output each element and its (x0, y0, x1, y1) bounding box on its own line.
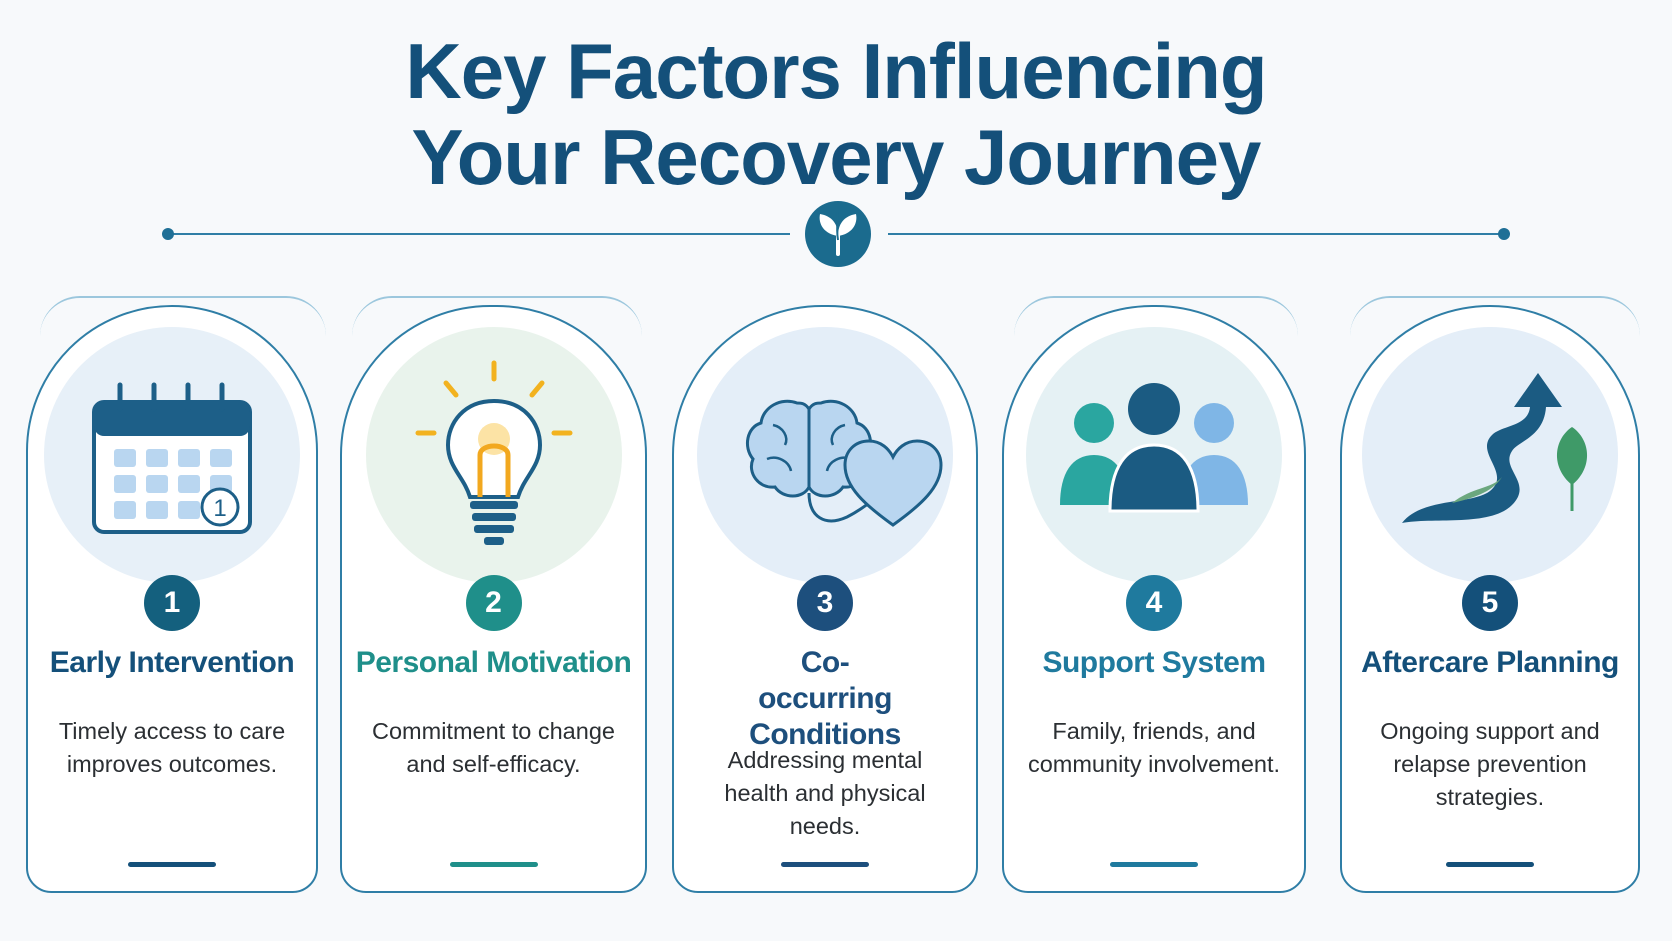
page-title-line-2: Your Recovery Journey (411, 113, 1262, 201)
svg-text:1: 1 (213, 495, 226, 522)
step-number-badge: 2 (465, 575, 522, 631)
lightbulb-icon (365, 327, 622, 583)
factor-card-4: 4 Support System Family, friends, and co… (1002, 305, 1306, 893)
card-description: Family, friends, and community involveme… (1027, 718, 1281, 777)
step-number-badge: 3 (797, 575, 853, 631)
card-title: Early Intervention (49, 646, 295, 679)
card-accent-bar (128, 862, 216, 867)
card-accent-bar (1446, 862, 1534, 867)
sprout-icon (805, 201, 871, 267)
card-accent-bar (1110, 862, 1198, 867)
card-title: Co-occurring Conditions (749, 646, 901, 751)
title-divider (162, 201, 1510, 267)
step-number-badge: 5 (1462, 575, 1518, 631)
card-description: Commitment to change and self-efficacy. (372, 718, 615, 777)
path-arrow-icon (1362, 327, 1618, 583)
factor-card-5: 5 Aftercare Planning Ongoing support and… (1340, 305, 1640, 893)
card-title: Aftercare Planning (1361, 646, 1619, 679)
card-title: Personal Motivation (355, 646, 632, 679)
step-number-badge: 4 (1126, 575, 1182, 631)
card-description: Ongoing support and relapse prevention s… (1380, 718, 1600, 810)
factor-card-1: 1 1 Early Intervention Timely access to … (26, 305, 318, 893)
page-title: Key Factors Influencing Your Recovery Jo… (0, 28, 1672, 200)
people-icon (1026, 327, 1282, 583)
card-description: Addressing mental health and physical ne… (724, 747, 926, 839)
calendar-icon: 1 (44, 327, 300, 583)
brain-heart-icon (697, 327, 953, 583)
card-description: Timely access to care improves outcomes. (58, 718, 286, 777)
page-title-line-1: Key Factors Influencing (405, 27, 1267, 115)
card-accent-bar (449, 862, 538, 867)
card-title: Support System (1042, 646, 1266, 679)
factor-card-2: 2 Personal Motivation Commitment to chan… (340, 305, 647, 893)
card-accent-bar (781, 862, 869, 867)
step-number-badge: 1 (144, 575, 200, 631)
factor-card-3: 3 Co-occurring Conditions Addressing men… (672, 305, 978, 893)
